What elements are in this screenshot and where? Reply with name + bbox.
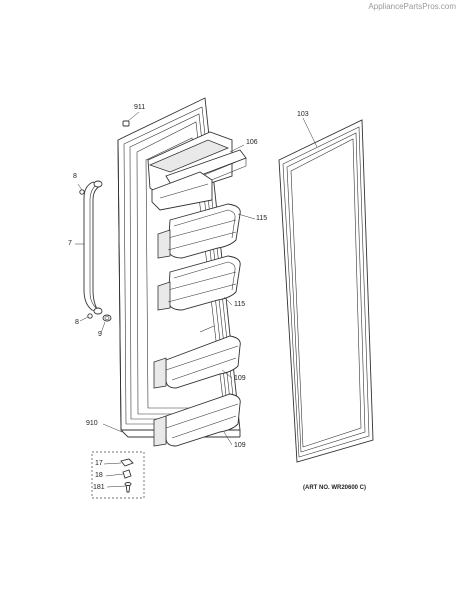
watermark: AppliancePartsPros.com (368, 2, 456, 11)
callout-911: 911 (134, 104, 146, 111)
callout-18: 18 (95, 472, 103, 479)
callout-8-bottom: 8 (75, 319, 79, 326)
callout-7: 7 (68, 240, 72, 247)
door-gasket (278, 119, 374, 463)
hinge-cover (122, 120, 130, 127)
hardware-kit-box (91, 451, 145, 499)
door-bin-115-lower (157, 255, 241, 311)
callout-115-upper: 115 (256, 215, 268, 222)
handle-screw-top (79, 189, 85, 195)
art-number: (ART NO. WR20600 C) (303, 485, 367, 491)
callout-181: 181 (93, 484, 105, 491)
leader-lines (75, 111, 318, 488)
callout-115-lower: 115 (234, 301, 246, 308)
callout-17: 17 (95, 460, 103, 467)
callout-910: 910 (86, 420, 98, 427)
handle-screw-bottom (87, 313, 93, 319)
callout-9: 9 (98, 331, 102, 338)
callout-109-upper: 109 (234, 375, 246, 382)
door-bin-115-upper (157, 203, 241, 259)
callout-106: 106 (246, 139, 258, 146)
callout-103: 103 (297, 111, 309, 118)
handle-plug (102, 314, 112, 322)
callout-109-lower: 109 (234, 442, 246, 449)
door-bin-109-lower (153, 393, 241, 447)
door-bin-109-upper (153, 325, 241, 389)
dairy-compartment (147, 131, 247, 211)
callout-8-top: 8 (73, 173, 77, 180)
door-handle (83, 180, 103, 315)
